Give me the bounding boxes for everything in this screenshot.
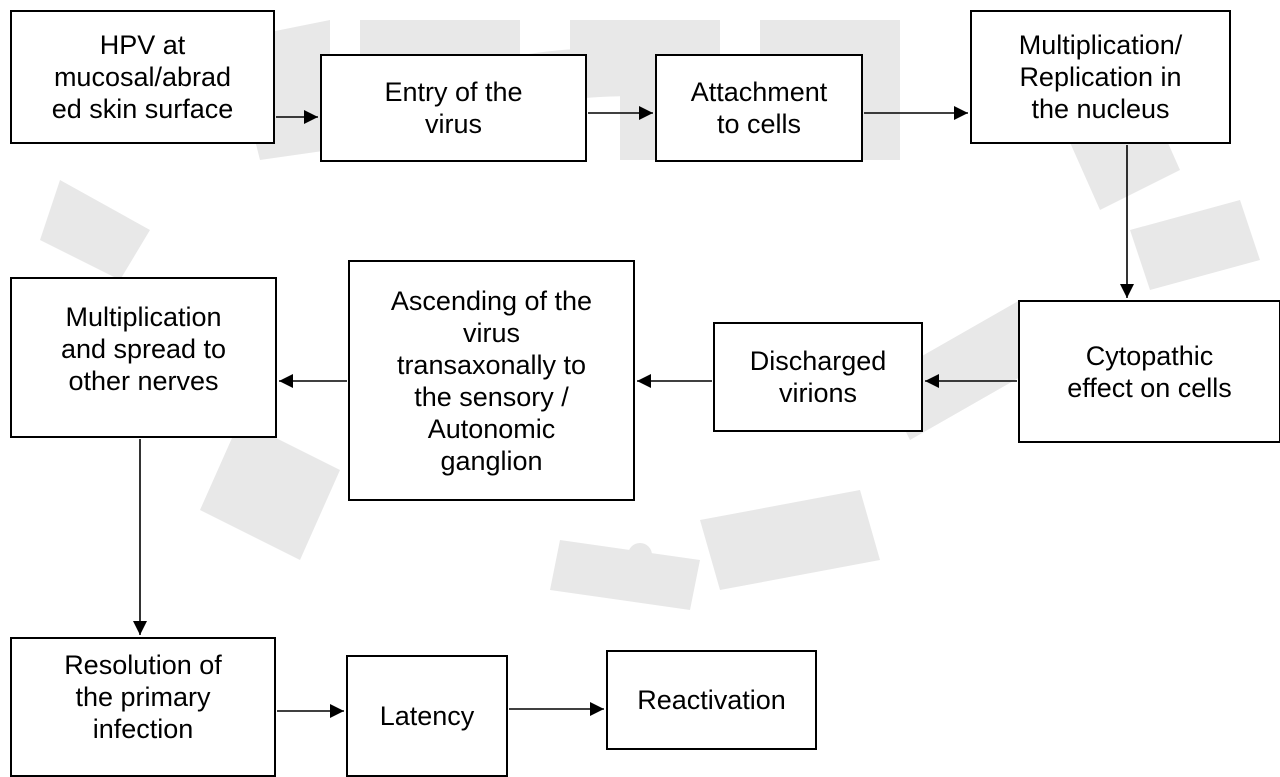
node-hpv-entry-surface: HPV at mucosal/abrad ed skin surface <box>10 10 275 144</box>
node-label: Cytopathic effect on cells <box>1067 340 1232 403</box>
node-multiplication-spread: Multiplication and spread to other nerve… <box>10 277 277 438</box>
node-cytopathic-effect: Cytopathic effect on cells <box>1018 300 1280 443</box>
node-discharged-virions: Discharged virions <box>713 322 923 432</box>
node-entry-of-virus: Entry of the virus <box>320 54 587 162</box>
node-label: HPV at mucosal/abrad ed skin surface <box>51 30 234 124</box>
node-resolution-primary-infection: Resolution of the primary infection <box>10 637 276 777</box>
node-reactivation: Reactivation <box>606 650 817 750</box>
node-label: Multiplication/ Replication in the nucle… <box>1018 30 1183 124</box>
node-ascending-virus: Ascending of the virus transaxonally to … <box>348 260 635 501</box>
node-label: Resolution of the primary infection <box>64 650 222 744</box>
node-attachment-to-cells: Attachment to cells <box>655 54 863 162</box>
node-label: Ascending of the virus transaxonally to … <box>390 285 593 476</box>
node-label: Reactivation <box>637 685 786 715</box>
node-label: Discharged virions <box>749 346 887 408</box>
node-label: Latency <box>379 701 475 731</box>
node-multiplication-replication: Multiplication/ Replication in the nucle… <box>970 10 1231 144</box>
node-label: Attachment to cells <box>690 77 828 139</box>
node-label: Entry of the virus <box>384 77 523 139</box>
node-latency: Latency <box>346 655 508 777</box>
node-label: Multiplication and spread to other nerve… <box>60 302 227 396</box>
